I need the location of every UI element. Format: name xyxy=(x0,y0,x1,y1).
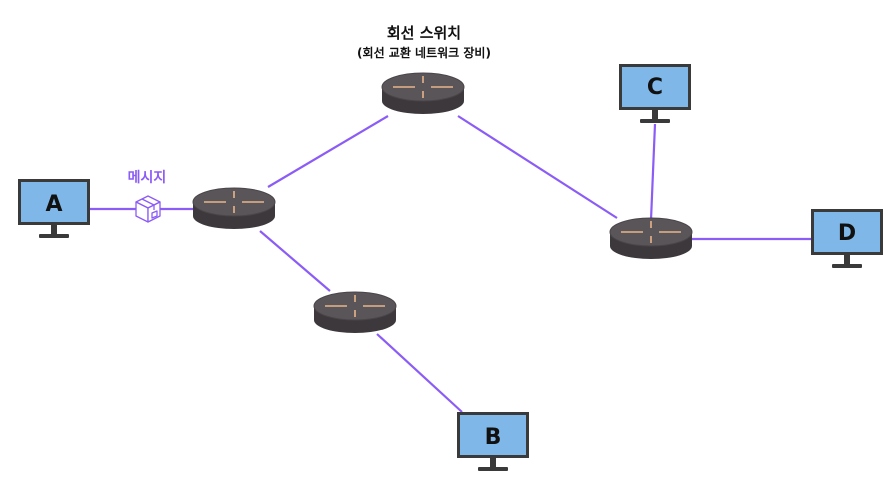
message-label: 메시지 xyxy=(128,170,167,186)
computer-d: D xyxy=(811,209,883,268)
link-switch-left-switch-bottom xyxy=(259,230,331,292)
computer-b-label: B xyxy=(485,425,502,450)
computer-d-label: D xyxy=(838,221,856,246)
computer-a: A xyxy=(18,179,90,238)
switch-left xyxy=(192,187,276,230)
switch-bottom xyxy=(313,291,397,334)
switch-title: 회선 스위치 xyxy=(387,24,461,42)
computer-a-label: A xyxy=(45,192,62,217)
link-switch-bottom-pc-b xyxy=(376,333,463,413)
package-box-icon xyxy=(135,195,161,223)
link-switch-top-switch-right xyxy=(457,115,618,219)
link-switch-right-pc-c xyxy=(649,123,657,221)
switch-top xyxy=(381,72,465,115)
computer-c: C xyxy=(619,64,691,123)
switch-subtitle: (회선 교환 네트워크 장비) xyxy=(357,45,491,60)
network-links xyxy=(90,115,811,413)
link-switch-left-switch-top xyxy=(267,115,389,188)
switch-right xyxy=(609,217,693,260)
computer-c-label: C xyxy=(647,75,663,100)
computer-b: B xyxy=(457,412,529,471)
